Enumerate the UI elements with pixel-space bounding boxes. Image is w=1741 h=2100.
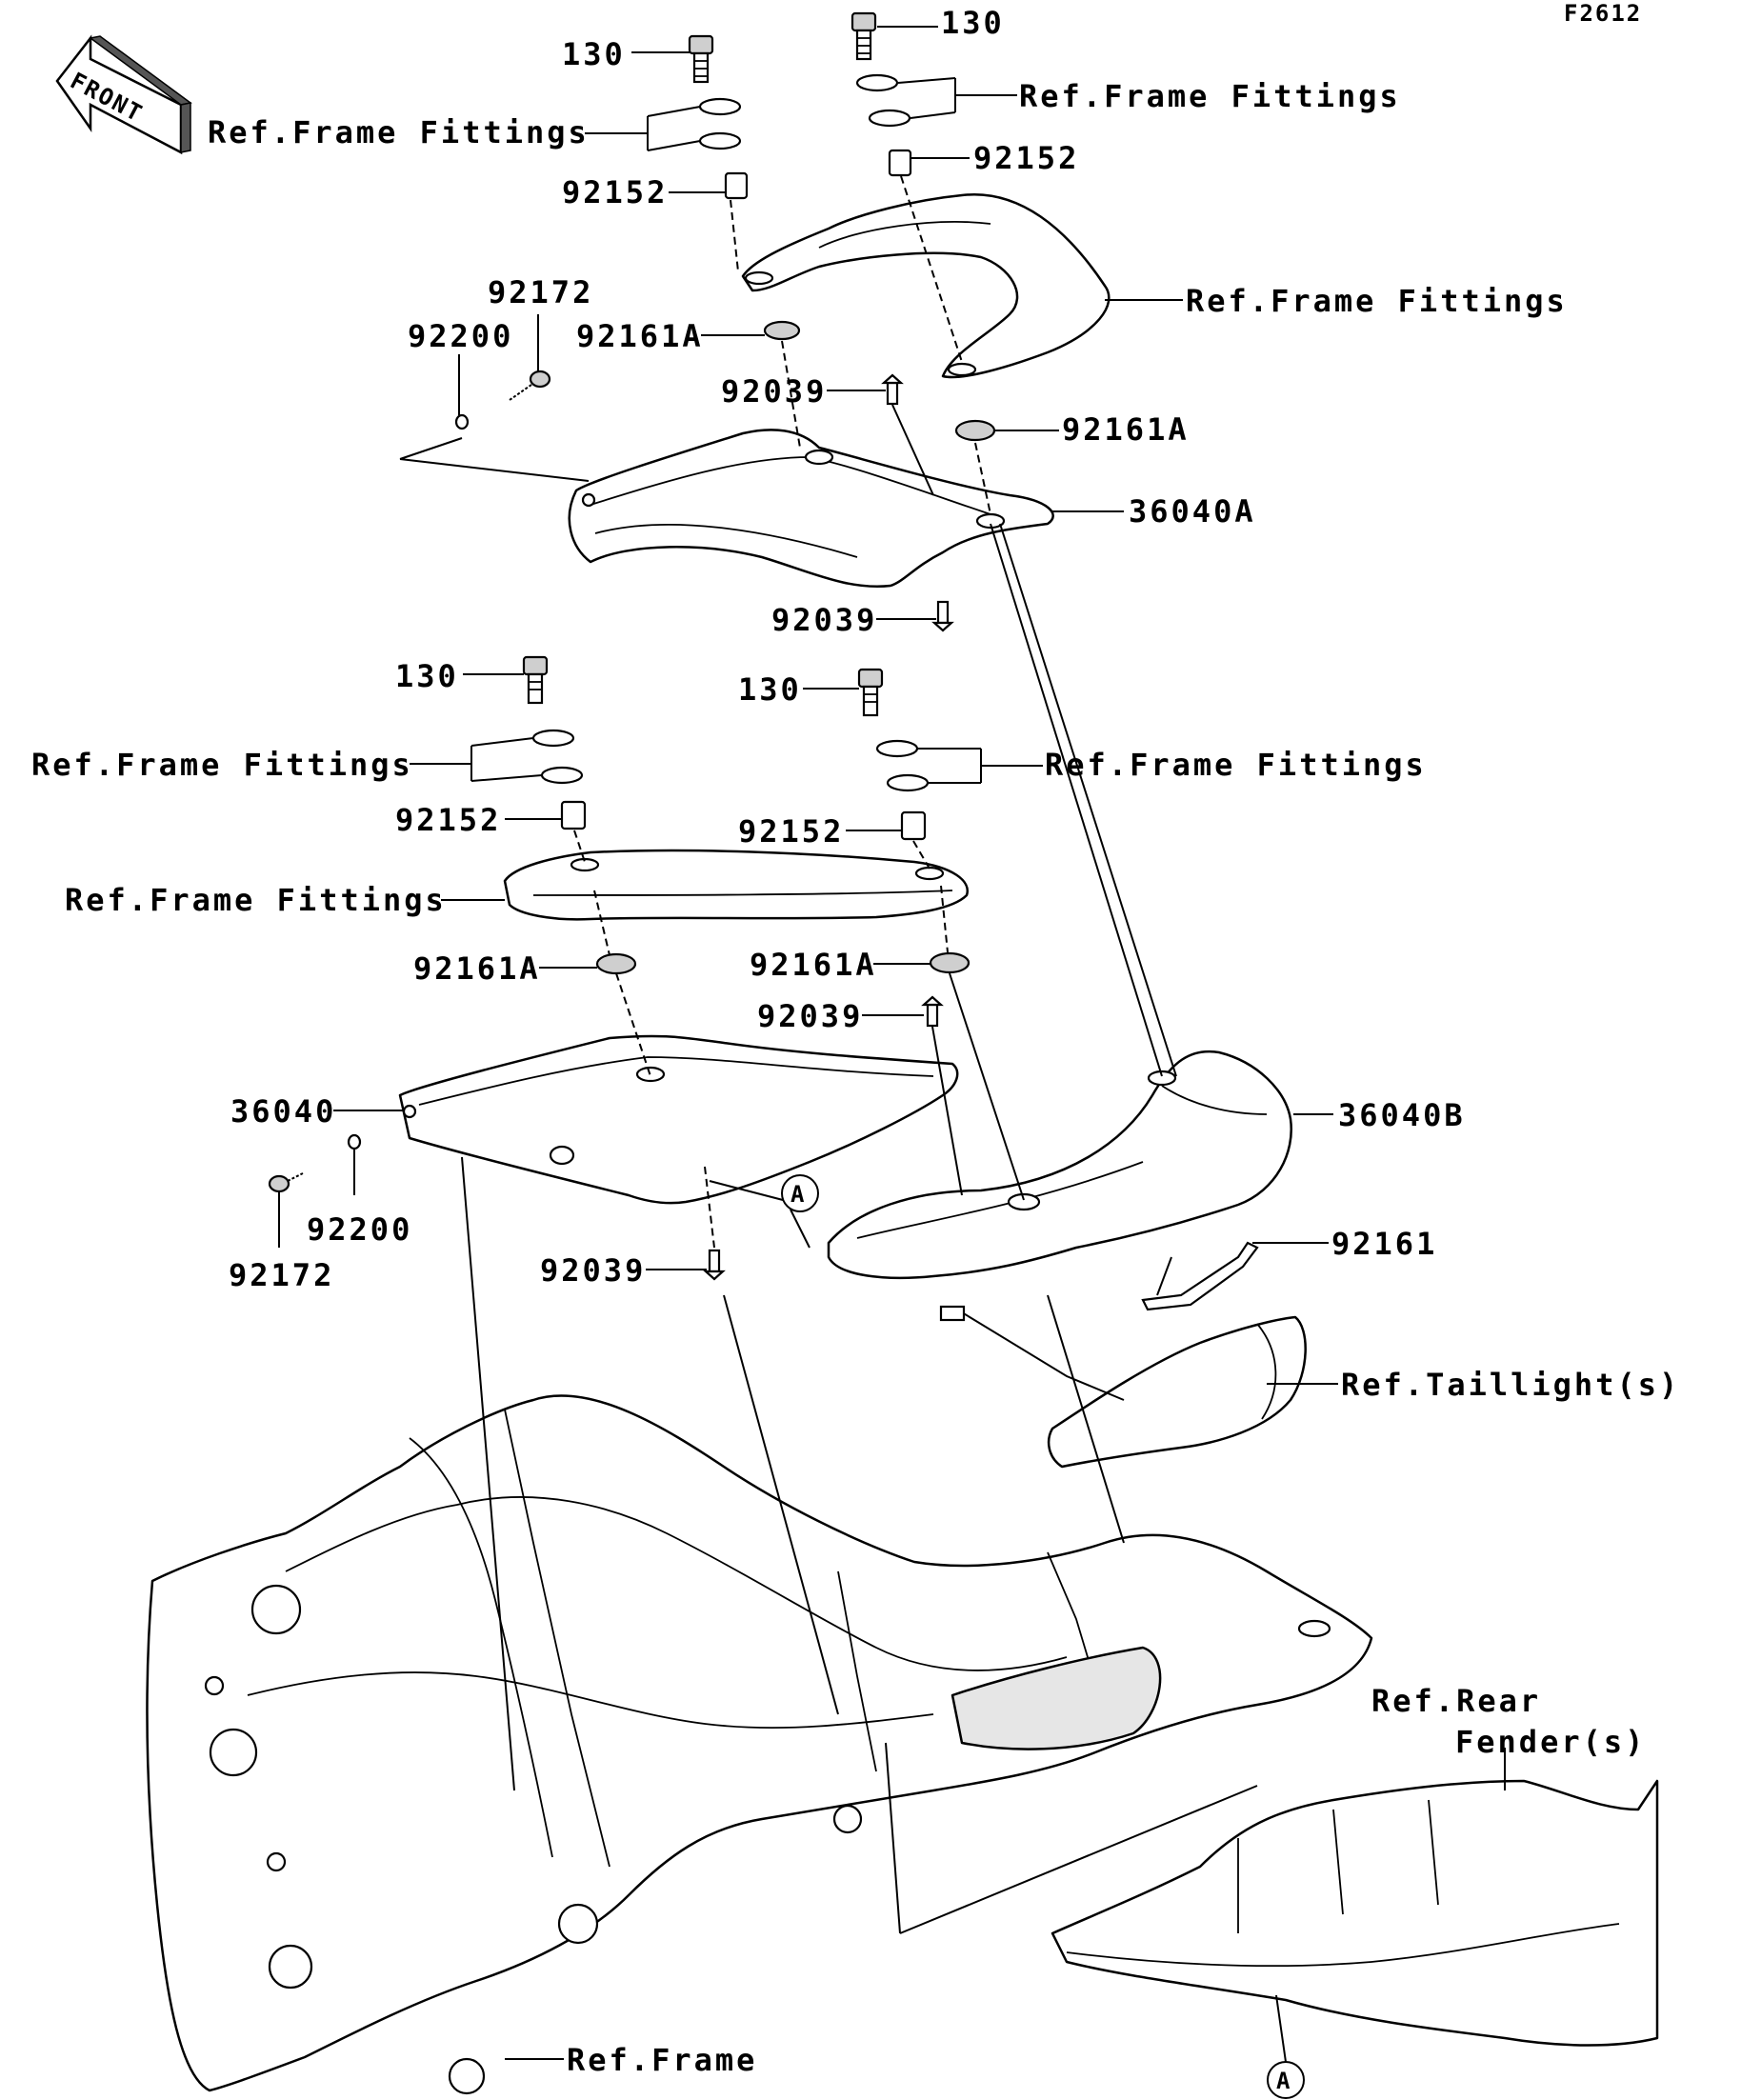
label-130-a: 130: [562, 36, 626, 72]
label-92152-a: 92152: [562, 174, 668, 210]
label-130-b: 130: [941, 5, 1005, 41]
bolt-130-d-icon: [857, 668, 884, 717]
collar-92152-icon: [900, 810, 927, 841]
washer-92200-icon: [454, 413, 470, 430]
cover-36040b: [827, 1050, 1292, 1280]
damper-92161-icon: [1141, 1241, 1259, 1311]
bolt-130-a-icon: [688, 34, 714, 84]
label-92152-b: 92152: [973, 140, 1079, 176]
motorcycle-frame: [146, 1394, 1373, 2095]
label-92161a-d: 92161A: [750, 947, 877, 983]
collar-92152-icon: [888, 149, 912, 177]
label-92200-b: 92200: [307, 1211, 412, 1248]
damper-92161a-icon: [763, 320, 801, 341]
damper-92161a-icon: [595, 952, 637, 975]
washer-icon: [868, 109, 911, 128]
washer-92200-icon: [347, 1133, 362, 1150]
washer-icon: [875, 739, 919, 758]
label-92039-b: 92039: [771, 602, 877, 638]
label-92152-c: 92152: [395, 802, 501, 838]
callout-a-lower: A: [1267, 1994, 1305, 2099]
front-arrow-icon: FRONT: [55, 34, 192, 155]
leader-lines: [278, 26, 1506, 2060]
label-92172-b: 92172: [229, 1257, 334, 1293]
label-92152-d: 92152: [738, 813, 844, 850]
taillight: [939, 1305, 1307, 1469]
collar-92152-icon: [724, 171, 749, 200]
label-92161a-c: 92161A: [413, 950, 541, 987]
label-36040: 36040: [230, 1093, 336, 1130]
label-92039-c: 92039: [757, 998, 863, 1034]
bolt-130-c-icon: [522, 655, 549, 705]
label-ref-rear-line2: Fender(s): [1455, 1724, 1646, 1760]
label-92161a-b: 92161A: [1062, 411, 1190, 448]
label-92161a-a: 92161A: [576, 318, 704, 354]
screw-92172-icon: [268, 1172, 304, 1193]
label-36040a: 36040A: [1129, 493, 1256, 530]
clip-92039-icon: [881, 373, 904, 406]
grab-rail-upper: [741, 192, 1111, 379]
assembly-lines: [399, 175, 1258, 1934]
label-92161: 92161: [1331, 1226, 1437, 1262]
cover-36040a: [568, 429, 1054, 588]
svg-text:A: A: [790, 1181, 806, 1208]
washer-icon: [886, 773, 930, 792]
collar-92152-icon: [560, 800, 587, 830]
grab-rail-lower: [503, 849, 969, 921]
washer-icon: [698, 97, 742, 116]
rear-fender: [1051, 1779, 1659, 2047]
damper-92161a-icon: [954, 419, 996, 442]
washer-icon: [531, 729, 575, 748]
screw-92172-icon: [509, 370, 551, 401]
label-ref-frame-fittings-6: Ref.Frame Fittings: [65, 882, 447, 918]
damper-92161a-icon: [929, 951, 971, 974]
label-ref-frame-fittings-3: Ref.Frame Fittings: [1186, 283, 1568, 319]
bolt-130-b-icon: [850, 11, 877, 61]
label-ref-frame-fittings-5: Ref.Frame Fittings: [1045, 747, 1427, 783]
clip-92039-icon: [703, 1249, 726, 1281]
label-130-c: 130: [395, 658, 459, 694]
label-ref-frame-fittings-2: Ref.Frame Fittings: [1019, 78, 1401, 114]
svg-text:A: A: [1276, 2068, 1291, 2094]
callout-a-upper: A: [709, 1174, 819, 1249]
label-130-d: 130: [738, 671, 802, 708]
label-36040b: 36040B: [1338, 1097, 1466, 1133]
label-ref-taillight: Ref.Taillight(s): [1341, 1367, 1680, 1403]
label-92200-a: 92200: [408, 318, 513, 354]
label-ref-frame-fittings-1: Ref.Frame Fittings: [208, 114, 590, 150]
diagram-code: F2612: [1564, 0, 1642, 27]
washer-icon: [540, 766, 584, 785]
label-92039-a: 92039: [721, 373, 827, 410]
label-92172-a: 92172: [488, 274, 593, 310]
label-ref-frame-fittings-4: Ref.Frame Fittings: [31, 747, 413, 783]
label-ref-frame: Ref.Frame: [567, 2042, 757, 2078]
label-ref-rear-line1: Ref.Rear: [1371, 1683, 1541, 1719]
clip-92039-icon: [931, 600, 954, 632]
washer-icon: [698, 131, 742, 150]
clip-92039-icon: [921, 995, 944, 1028]
label-92039-d: 92039: [540, 1252, 646, 1289]
cover-36040: [398, 1034, 959, 1205]
washer-icon: [855, 73, 899, 92]
